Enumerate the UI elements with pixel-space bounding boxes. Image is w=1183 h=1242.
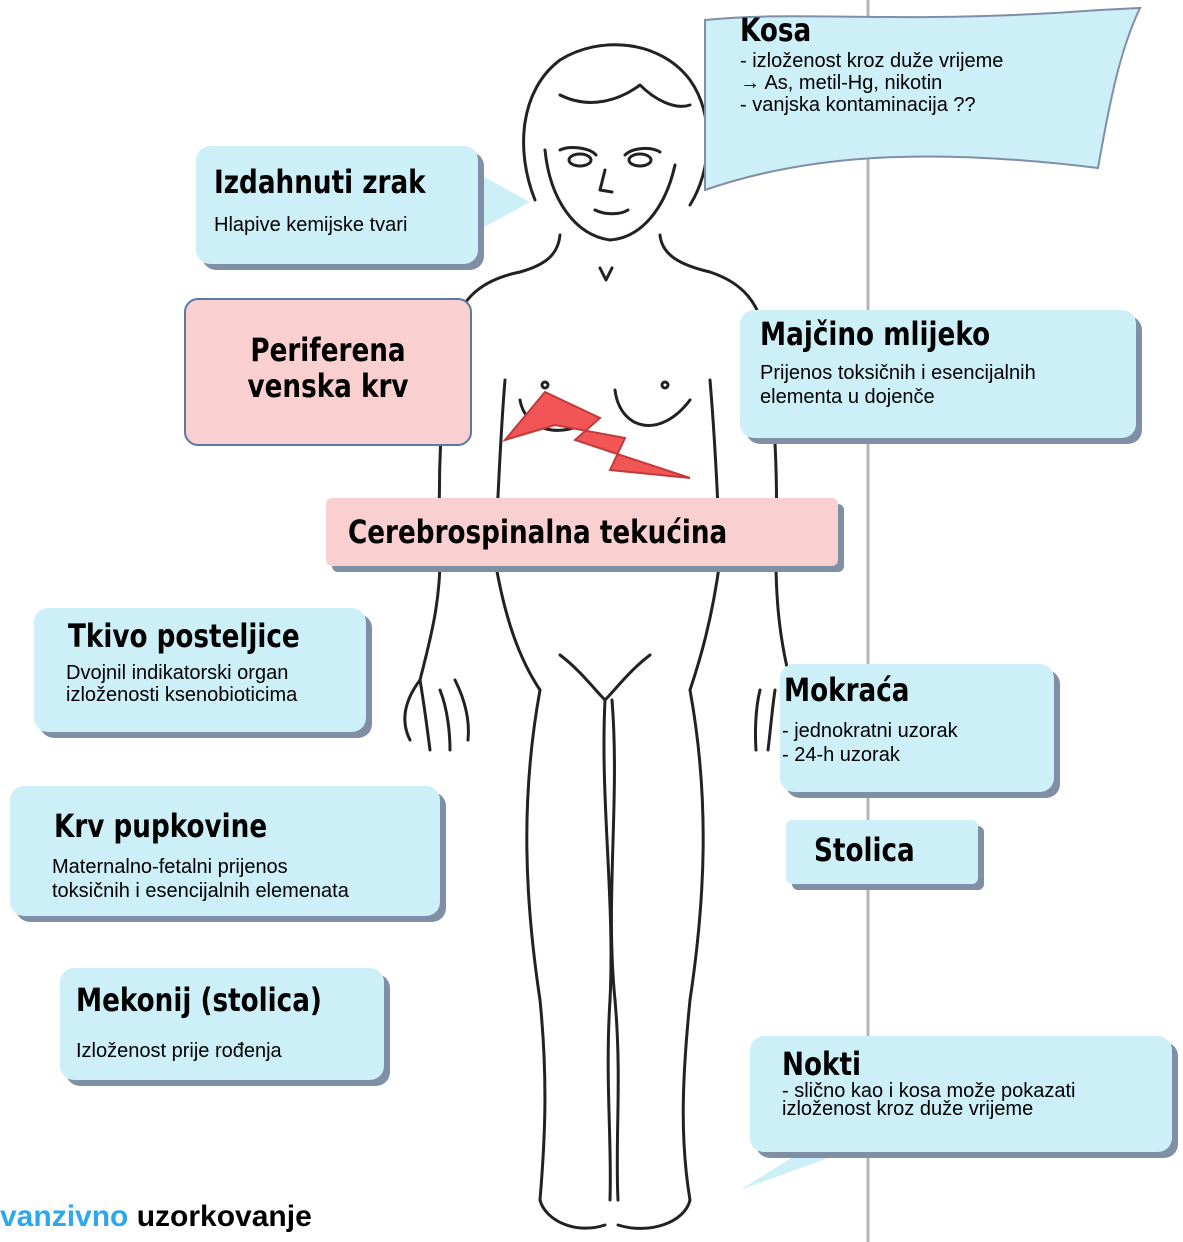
placenta-line-1: Dvojnil indikatorski organ [66, 662, 288, 684]
milk-title: Majčino mlijeko [760, 318, 990, 350]
cord-blood-line-1: Maternalno-fetalni prijenos [52, 856, 288, 878]
blood-line-1: Periferena [212, 334, 445, 366]
csf-box: Cerebrospinalna tekućina [326, 498, 838, 566]
nails-callout: Nokti - slično kao i kosa može pokazati … [750, 1036, 1172, 1152]
stool-title: Stolica [814, 834, 915, 866]
hair-callout: Kosa - izloženost kroz duže vrijeme → As… [740, 14, 1003, 116]
cord-blood-title: Krv pupkovine [54, 810, 267, 842]
blood-box: Periferena venska krv [184, 298, 472, 446]
breath-callout: Izdahnuti zrak Hlapive kemijske tvari [196, 146, 478, 264]
breath-callout-tail [475, 172, 530, 232]
meconium-text: Izloženost prije rođenja [76, 1040, 282, 1062]
caption-rest: uzorkovanje [128, 1200, 311, 1233]
lightning-bolt-icon [505, 392, 690, 478]
nails-title: Nokti [782, 1048, 861, 1080]
hair-line-2: → As, metil-Hg, nikotin [740, 72, 1003, 94]
meconium-callout: Mekonij (stolica) Izloženost prije rođen… [60, 968, 384, 1080]
urine-line-2: - 24-h uzorak [782, 744, 900, 766]
stool-box: Stolica [786, 820, 978, 884]
placenta-line-2: izloženosti ksenobioticima [66, 684, 297, 706]
urine-title: Mokraća [784, 674, 909, 706]
urine-callout: Mokraća - jednokratni uzorak - 24-h uzor… [780, 664, 1054, 792]
meconium-title: Mekonij (stolica) [76, 984, 322, 1016]
bottom-caption: vanzivno uzorkovanje [0, 1200, 312, 1234]
milk-line-1: Prijenos toksičnih i esencijalnih [760, 362, 1036, 384]
milk-line-2: elementa u dojenče [760, 386, 935, 408]
nails-line-2: izloženost kroz duže vrijeme [782, 1100, 1033, 1118]
hair-title: Kosa [740, 14, 956, 46]
milk-callout: Majčino mlijeko Prijenos toksičnih i ese… [740, 310, 1136, 438]
cord-blood-callout: Krv pupkovine Maternalno-fetalni prijeno… [10, 786, 440, 916]
placenta-title: Tkivo posteljice [68, 620, 300, 652]
breath-text: Hlapive kemijske tvari [214, 214, 407, 236]
placenta-callout: Tkivo posteljice Dvojnil indikatorski or… [34, 608, 366, 732]
cord-blood-line-2: toksičnih i esencijalnih elemenata [52, 880, 349, 902]
hair-line-3: - vanjska kontaminacija ?? [740, 94, 1003, 116]
csf-title: Cerebrospinalna tekućina [348, 516, 727, 548]
breath-title: Izdahnuti zrak [214, 166, 426, 198]
blood-line-2: venska krv [212, 370, 445, 402]
urine-line-1: - jednokratni uzorak [782, 720, 958, 742]
caption-highlight: vanzivno [0, 1200, 128, 1233]
hair-line-1: - izloženost kroz duže vrijeme [740, 50, 1003, 72]
